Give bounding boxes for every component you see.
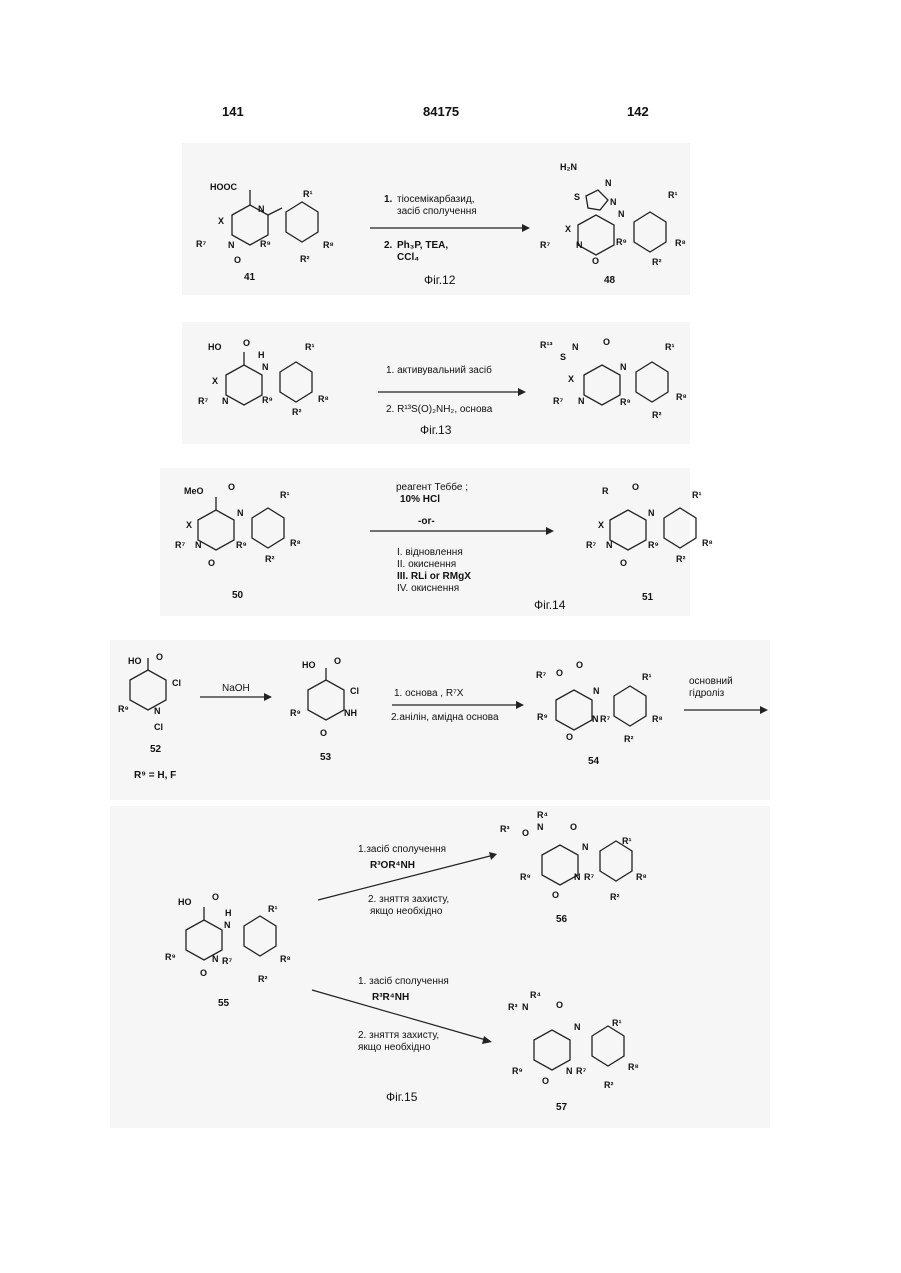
svg-text:R⁸: R⁸ xyxy=(636,872,647,882)
fig15-upper-reagent: R³OR⁴NH xyxy=(370,860,415,872)
svg-text:O: O xyxy=(542,1076,549,1086)
svg-text:R²: R² xyxy=(610,892,620,902)
svg-text:N: N xyxy=(537,822,544,832)
svg-text:N: N xyxy=(582,842,589,852)
fig15-lower-step1: 1. засіб сполучення xyxy=(358,976,449,988)
svg-text:N: N xyxy=(212,954,219,964)
svg-text:R⁷: R⁷ xyxy=(222,956,232,966)
svg-text:R³: R³ xyxy=(508,1002,518,1012)
svg-text:N: N xyxy=(566,1066,573,1076)
svg-text:R³: R³ xyxy=(500,824,510,834)
svg-text:R⁹: R⁹ xyxy=(165,952,176,962)
svg-text:HO: HO xyxy=(178,897,192,907)
svg-text:N: N xyxy=(574,872,581,882)
svg-text:R⁷: R⁷ xyxy=(584,872,594,882)
svg-text:R⁹: R⁹ xyxy=(520,872,531,882)
svg-text:O: O xyxy=(200,968,207,978)
svg-text:O: O xyxy=(552,890,559,900)
svg-text:N: N xyxy=(522,1002,529,1012)
svg-text:O: O xyxy=(212,892,219,902)
compound-55-label: 55 xyxy=(218,998,229,1009)
svg-text:H: H xyxy=(225,908,232,918)
svg-text:R¹: R¹ xyxy=(622,836,632,846)
svg-text:R⁷: R⁷ xyxy=(576,1066,586,1076)
fig15-caption: Фіг.15 xyxy=(386,1090,417,1104)
fig15-lower-reagent: R³R⁴NH xyxy=(372,992,409,1004)
svg-text:N: N xyxy=(574,1022,581,1032)
svg-text:R¹: R¹ xyxy=(268,904,278,914)
fig15-upper-step1: 1.засіб сполучення xyxy=(358,844,446,856)
fig15-upper-step2: 2. зняття захисту, xyxy=(368,894,449,906)
svg-text:R⁴: R⁴ xyxy=(530,990,541,1000)
svg-text:N: N xyxy=(224,920,231,930)
svg-text:O: O xyxy=(522,828,529,838)
svg-text:R⁸: R⁸ xyxy=(628,1062,639,1072)
svg-text:R¹: R¹ xyxy=(612,1018,622,1028)
compound-56-label: 56 xyxy=(556,914,567,925)
svg-text:R²: R² xyxy=(604,1080,614,1090)
svg-text:R⁹: R⁹ xyxy=(512,1066,523,1076)
svg-text:R⁸: R⁸ xyxy=(280,954,291,964)
fig15-upper-step2b: якщо необхідно xyxy=(370,906,442,918)
compound-57-label: 57 xyxy=(556,1102,567,1113)
fig15-lower-step2: 2. зняття захисту, xyxy=(358,1030,439,1042)
svg-text:R²: R² xyxy=(258,974,268,984)
fig15-lower-step2b: якщо необхідно xyxy=(358,1042,430,1054)
svg-text:R⁴: R⁴ xyxy=(537,810,548,820)
svg-text:O: O xyxy=(570,822,577,832)
svg-text:O: O xyxy=(556,1000,563,1010)
